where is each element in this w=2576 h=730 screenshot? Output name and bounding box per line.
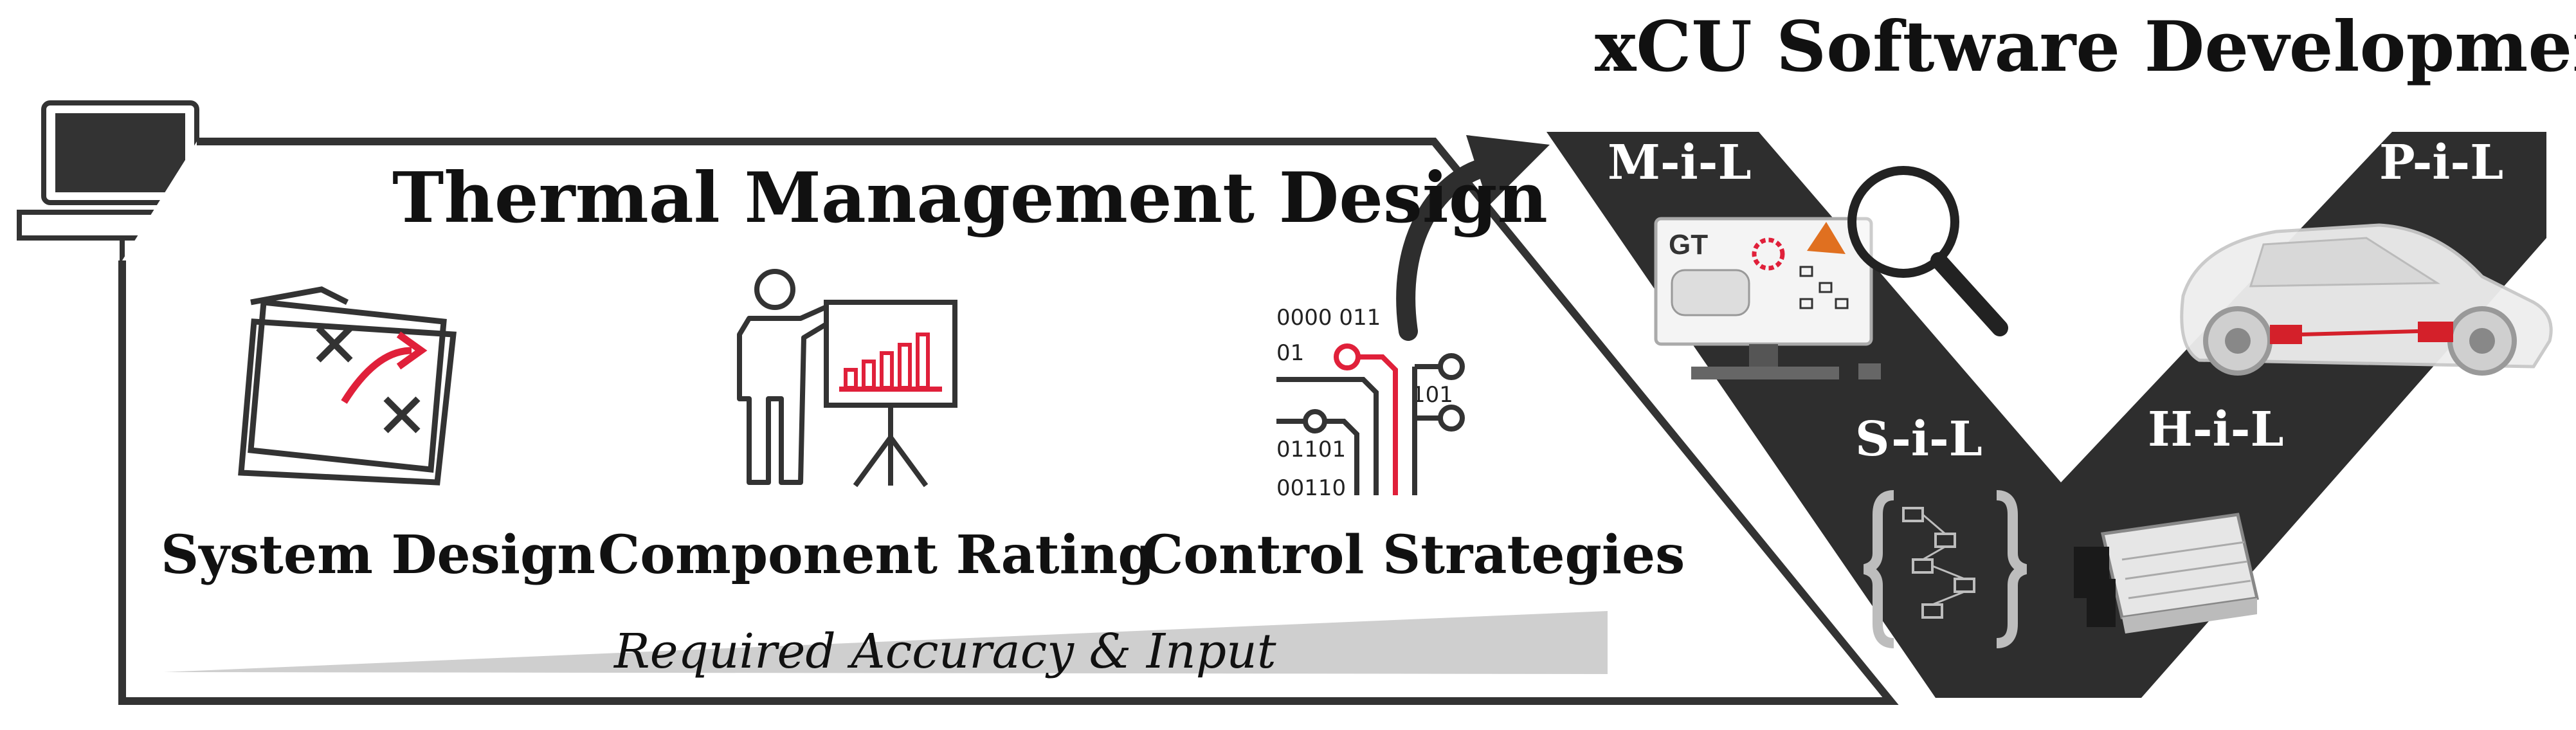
mil-monitor-icon: GT [1654, 217, 1881, 379]
mil-label: M-i-L [1608, 135, 1752, 190]
binary-code-3: 101 [1411, 382, 1453, 408]
curved-arrow-icon [1396, 135, 1550, 341]
thermal-design-panel [118, 138, 1899, 705]
binary-code-2: 01 [1276, 340, 1304, 366]
component-rating-label: Component Rating [598, 524, 1155, 586]
system-design-label: System Design [161, 524, 595, 586]
thermal-management-title: Thermal Management Design [392, 158, 1548, 239]
control-strategies-label: Control Strategies [1141, 524, 1685, 586]
presentation-chart-icon [737, 269, 957, 488]
strategy-map-icon [238, 286, 457, 486]
accuracy-label: Required Accuracy & Input [614, 624, 1276, 679]
magnifier-icon [1847, 166, 2008, 336]
hil-label: H-i-L [2148, 402, 2284, 457]
software-development-title: xCU Software Development [1595, 6, 2576, 87]
circuit-code-icon: 0000 011 01 101 01101 00110 [1276, 305, 1465, 501]
laptop-icon [17, 100, 224, 260]
binary-code-1: 0000 011 [1276, 305, 1381, 331]
hil-ecu-icon [2074, 513, 2260, 634]
gt-logo-text: GT [1669, 229, 1708, 260]
binary-code-4: 01101 [1276, 437, 1346, 462]
sil-label: S-i-L [1855, 412, 1982, 467]
binary-code-5: 00110 [1276, 475, 1346, 501]
sil-code-block-icon [1863, 490, 2027, 648]
pil-vehicle-icon [2180, 223, 2553, 376]
pil-label: P-i-L [2379, 135, 2504, 190]
accuracy-wedge [164, 611, 1608, 674]
